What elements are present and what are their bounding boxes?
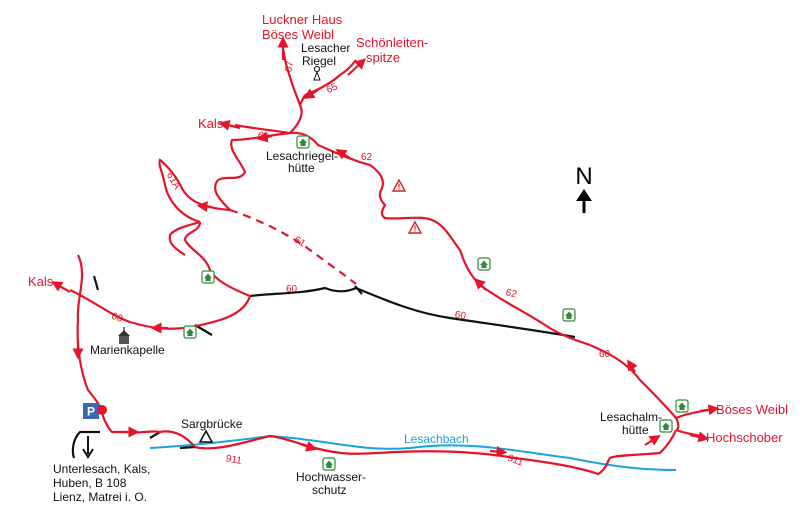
arrow-hochschober: [689, 431, 710, 443]
place-start-line2: Huben, B 108: [53, 476, 127, 490]
dest-kals-top: Kals: [198, 116, 224, 131]
dest-luckner-line2: Böses Weibl: [262, 27, 334, 42]
arrow-trail-65: [303, 88, 319, 99]
place-hochwasser-line1: Hochwasser-: [296, 470, 366, 484]
warning-triangle-icon: [407, 220, 423, 234]
trail-number-60-marien: 60: [110, 311, 125, 325]
trail-910-kals: [76, 254, 103, 411]
trail-to-hochschober: [675, 428, 701, 438]
dest-luckner-line1: Luckner Haus: [262, 12, 343, 27]
trail-number-68: 68: [256, 130, 270, 144]
road-upper-branch: [354, 285, 363, 295]
parking-label: P: [87, 405, 95, 419]
place-lesacher-riegel-line2: Riegel: [302, 54, 336, 68]
dest-schoen-line2: spitze: [366, 50, 400, 65]
lesachbach-stream: [149, 434, 677, 471]
dest-boeses-weibl: Böses Weibl: [716, 402, 788, 417]
trail-number-911-west: 911: [225, 453, 243, 467]
arrow-kals-left: [51, 281, 71, 293]
trail-61a-low: [168, 220, 201, 256]
hut-icon: [562, 308, 576, 322]
arrow-trail-61a: [196, 201, 213, 213]
trail-61-dashed: [229, 208, 357, 285]
north-label: N: [575, 163, 592, 190]
arrow-911-east: [489, 446, 508, 458]
trail-number-60-east-road: 60: [454, 309, 467, 322]
dest-schoen-line1: Schönleiten-: [356, 35, 428, 50]
arrow-schoen: [347, 58, 367, 76]
trail-65-mid: [298, 94, 306, 106]
road-sarg-bridge: [179, 445, 196, 450]
place-start-line3: Lienz, Matrei i. O.: [53, 490, 147, 504]
hut-icon: [296, 135, 310, 149]
arrow-lesachalm: [644, 435, 661, 446]
trail-number-61: 61: [292, 235, 308, 250]
trail-number-62-lower: 62: [504, 287, 518, 301]
warning-triangle-icon: [391, 178, 407, 192]
trail-62-upper: [289, 131, 591, 347]
road-main: [249, 286, 576, 339]
road-spur-sarg: [149, 431, 161, 439]
place-marienkapelle: Marienkapelle: [90, 343, 165, 357]
trail-60-east: [589, 344, 680, 432]
arrow-boeses: [699, 404, 720, 416]
hut-icon: [183, 325, 197, 339]
dest-hochschober: Hochschober: [706, 430, 783, 445]
trail-number-62-upper: 62: [361, 152, 373, 163]
hut-icon: [477, 257, 491, 271]
trail-number-60-east: 60: [599, 349, 611, 360]
trail-number-60-road: 60: [286, 284, 298, 295]
arrow-kals-top: [218, 119, 241, 131]
place-start-line1: Unterlesach, Kals,: [53, 462, 150, 476]
place-hochwasser-line2: schutz: [312, 483, 347, 497]
direction-arrows: [51, 36, 720, 458]
trail-61a-loop: [158, 158, 231, 224]
trail-number-67: 67: [283, 60, 296, 73]
bridge-triangle-icon: [198, 429, 214, 443]
arrow-trail-62: [335, 149, 351, 160]
trail-number-911-east: 911: [506, 453, 525, 469]
hut-icon: [675, 399, 689, 413]
parking-icon: P: [83, 403, 107, 419]
place-lesachalm-line1: Lesachalm-: [600, 410, 662, 424]
place-riegelhuette-line2: hütte: [288, 161, 315, 175]
arrow-911-hochwasser: [299, 441, 318, 452]
arrow-trail-60-east: [627, 359, 638, 373]
trail-67: [280, 43, 303, 134]
road-spur-kals: [92, 275, 100, 291]
trail-68-kals: [234, 123, 291, 135]
arrow-trail-68: [256, 131, 273, 143]
place-lesacher-riegel-line1: Lesacher: [301, 41, 350, 55]
arrow-trail-62-lower: [474, 278, 487, 291]
chapel-icon: [118, 327, 130, 344]
trail-60-marien: [69, 221, 252, 330]
summit-cross-icon: [313, 65, 321, 81]
place-sargbruecke: Sargbrücke: [181, 417, 243, 431]
dest-kals-left: Kals: [28, 274, 54, 289]
place-riegelhuette-line1: Lesachriegel-: [266, 149, 338, 163]
stream-label: Lesachbach: [404, 432, 469, 446]
hut-icon: [201, 270, 215, 284]
hut-icon: [659, 419, 673, 433]
north-arrow-icon: N: [575, 163, 593, 213]
trail-68: [214, 131, 291, 211]
road-start: [71, 430, 100, 459]
place-lesachalm-line2: hütte: [622, 423, 649, 437]
trail-number-65: 65: [325, 81, 340, 96]
hut-icon: [322, 457, 336, 471]
start-arrow: [82, 436, 94, 459]
trail-start: [99, 409, 196, 448]
